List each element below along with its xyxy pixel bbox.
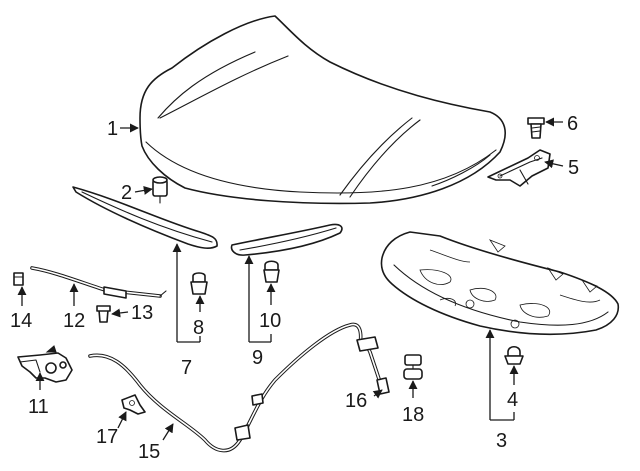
callout-13: 13 — [131, 302, 153, 324]
callout-4: 4 — [507, 389, 518, 411]
callout-labels: 1 2 3 4 5 6 7 8 9 10 11 12 13 14 15 16 1… — [10, 113, 579, 463]
callout-17: 17 — [96, 426, 118, 448]
callout-18: 18 — [402, 404, 424, 426]
clip-8 — [190, 272, 208, 295]
hood-bumper — [152, 176, 168, 204]
prop-rod-clip — [13, 272, 24, 286]
prop-rod — [30, 266, 167, 299]
hinge-bolt — [527, 117, 545, 139]
clip-4 — [504, 345, 524, 365]
callout-6: 6 — [567, 113, 578, 135]
hood-panel — [139, 15, 506, 205]
release-handle — [121, 394, 146, 415]
latch-release-cable — [356, 336, 390, 395]
front-seal-strip — [72, 186, 218, 249]
hood-bumper-18 — [403, 354, 423, 380]
release-cable — [88, 322, 363, 453]
callout-2: 2 — [121, 182, 132, 204]
callout-9: 9 — [252, 347, 263, 369]
hood-latch — [17, 345, 73, 383]
clip-10 — [263, 260, 280, 283]
callout-16: 16 — [345, 390, 367, 412]
hood-insulator — [380, 231, 620, 335]
callout-15: 15 — [138, 441, 160, 463]
callout-10: 10 — [259, 310, 281, 332]
callout-7: 7 — [181, 357, 192, 379]
callout-11: 11 — [28, 396, 49, 418]
callout-8: 8 — [193, 317, 204, 339]
leader-lines — [17, 117, 564, 441]
prop-rod-grommet — [96, 305, 111, 323]
callout-1: 1 — [107, 118, 118, 140]
hood-hinge — [487, 149, 551, 187]
callout-3: 3 — [496, 430, 507, 452]
side-seal-strip — [230, 223, 343, 256]
callout-5: 5 — [568, 157, 579, 179]
callout-14: 14 — [10, 310, 32, 332]
callout-12: 12 — [63, 310, 85, 332]
